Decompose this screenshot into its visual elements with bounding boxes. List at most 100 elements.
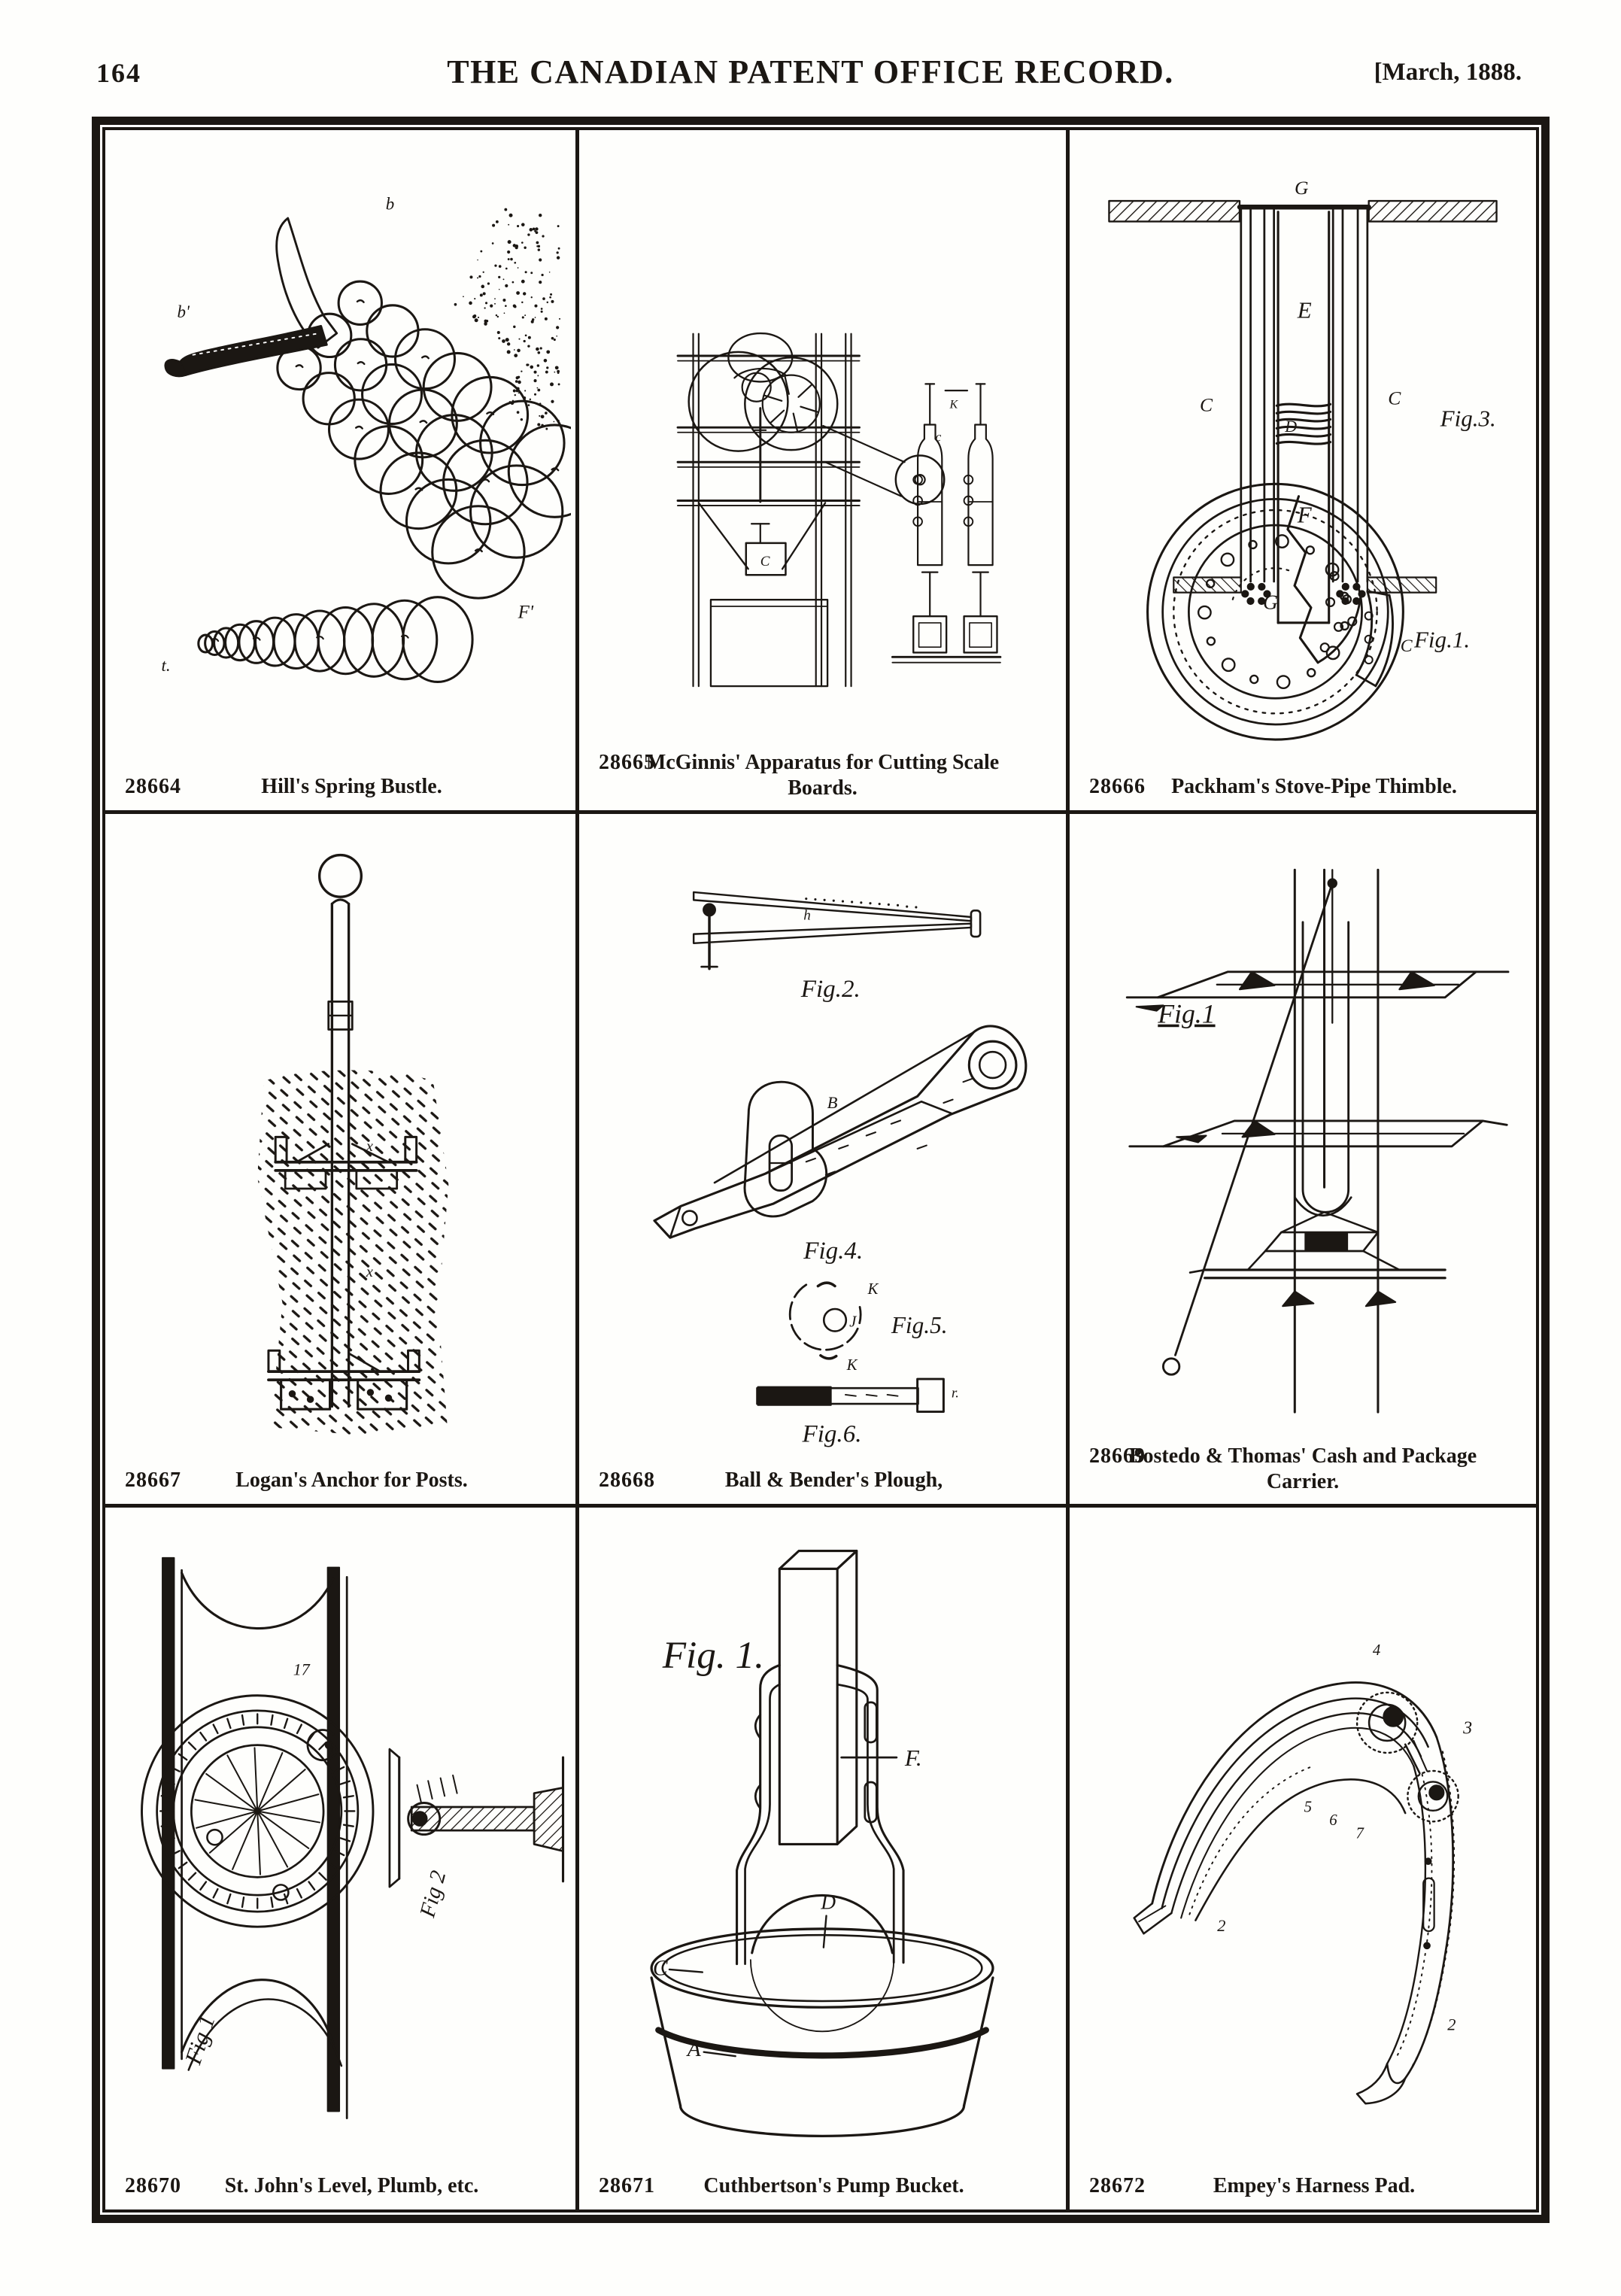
part-label: 7 [1355, 1824, 1364, 1842]
part-label: b [386, 195, 394, 214]
patent-title: Logan's Anchor for Posts. [235, 1468, 468, 1492]
caption: 28664 Hill's Spring Bustle. [105, 774, 575, 801]
patent-entry-hill-spring-bustle: b b' t. F' 28664 Hill's Spring Bustle. [105, 130, 579, 814]
part-label: 6 [1329, 1811, 1337, 1829]
figure-spring-bustle: b b' t. F' [162, 195, 571, 683]
part-label: G [1263, 591, 1278, 614]
page-number: 164 [96, 58, 141, 88]
figure-area: Fig.1 [1074, 822, 1531, 1426]
patent-entry-bostedo-thomas-cash-carrier: Fig.1 28669 Bostedo & Thomas' Cash and P… [1070, 814, 1536, 1508]
part-label: E [1297, 296, 1312, 323]
fig1-label: Fig.1 [1157, 999, 1215, 1029]
patent-title: Bostedo & Thomas' Cash and Package Carri… [1128, 1444, 1477, 1493]
patent-number: 28670 [125, 2174, 181, 2197]
patent-title: Cuthbertson's Pump Bucket. [703, 2174, 964, 2197]
caption: 28665 McGinnis' Apparatus for Cutting Sc… [579, 750, 1066, 801]
issue-date: [March, 1888. [1374, 59, 1522, 86]
patent-number: 28672 [1089, 2174, 1146, 2197]
caption: 28669 Bostedo & Thomas' Cash and Package… [1070, 1444, 1536, 1495]
caption: 28666 Packham's Stove-Pipe Thimble. [1070, 774, 1536, 801]
patent-number: 28664 [125, 775, 181, 798]
patent-title: Empey's Harness Pad. [1213, 2174, 1416, 2197]
part-label: G [1295, 177, 1308, 199]
part-label: F. [904, 1745, 922, 1771]
masthead: 164 THE CANADIAN PATENT OFFICE RECORD. [… [0, 0, 1621, 113]
part-label: h [803, 907, 811, 923]
fig2-label: Fig.2. [800, 976, 861, 1003]
figure-post-anchor: xx [257, 853, 449, 1436]
part-label: c [936, 429, 942, 444]
fig5-label: Fig.5. [891, 1312, 948, 1338]
part-label: C [653, 1956, 668, 1980]
patent-number: 28665 [599, 751, 655, 774]
part-label: F' [518, 602, 534, 622]
journal-title: THE CANADIAN PATENT OFFICE RECORD. [447, 53, 1174, 90]
fig6-label: Fig.6. [802, 1421, 862, 1448]
part-label: K [949, 399, 959, 412]
part-label: r. [952, 1385, 959, 1401]
fig3-label: Fig.3. [1440, 405, 1496, 432]
part-label: C [760, 554, 770, 569]
caption: 28670 St. John's Level, Plumb, etc. [105, 2173, 575, 2200]
fig1-label: Fig 1 [179, 2012, 220, 2068]
fig1-label: Fig. 1. [662, 1634, 764, 1677]
caption: 28667 Logan's Anchor for Posts. [105, 1468, 575, 1495]
part-label: x [366, 1264, 373, 1280]
part-label: J [849, 1312, 858, 1330]
figure-pump-bucket: Fig. 1.F.DCA [650, 1550, 994, 2138]
part-label: 2 [1217, 1916, 1225, 1935]
part-label: x [366, 1138, 373, 1155]
figure-harness-pad: 2 4 3 567 2 [1133, 1641, 1472, 2105]
figure-area: b b' t. F' [110, 138, 571, 756]
caption: 28671 Cuthbertson's Pump Bucket. [579, 2173, 1066, 2200]
caption: 28668 Ball & Bender's Plough, [579, 1468, 1066, 1495]
part-label: 3 [1462, 1718, 1472, 1738]
patent-title: Hill's Spring Bustle. [261, 775, 442, 798]
figure-scale-board-machine: Cc K [676, 332, 1002, 688]
patent-title: McGinnis' Apparatus for Cutting Scale Bo… [645, 751, 1000, 800]
patent-number: 28666 [1089, 775, 1146, 798]
part-label: B [827, 1093, 838, 1112]
fig4-label: Fig.4. [803, 1238, 863, 1265]
patent-number: 28668 [599, 1468, 655, 1492]
patent-title: Packham's Stove-Pipe Thimble. [1171, 775, 1457, 798]
part-label: C [1401, 636, 1413, 656]
part-label: A [686, 2037, 701, 2061]
patent-title: St. John's Level, Plumb, etc. [224, 2174, 479, 2197]
part-label: t. [162, 656, 171, 675]
part-label: 4 [1373, 1641, 1380, 1659]
fig1-label: Fig.1. [1413, 627, 1470, 653]
part-label: 17 [293, 1660, 311, 1678]
fig2-label: Fig 2 [415, 1868, 451, 1921]
patent-number: 28671 [599, 2174, 655, 2197]
part-label: 5 [1304, 1797, 1312, 1815]
patent-title: Ball & Bender's Plough, [724, 1468, 943, 1492]
part-label: b' [178, 302, 190, 321]
part-label: 2 [1447, 2015, 1456, 2033]
figure-cash-carrier: Fig.1 [1125, 868, 1510, 1414]
part-label: D [1284, 417, 1297, 436]
part-label: C [1388, 387, 1401, 408]
part-label: K [846, 1356, 858, 1374]
patent-number: 28667 [125, 1468, 181, 1492]
